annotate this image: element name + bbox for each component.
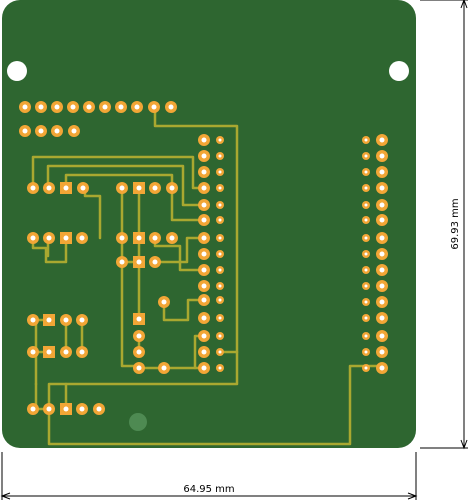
fiducial-mark xyxy=(129,413,147,431)
mounting-hole-left xyxy=(7,61,27,81)
width-dimension-label: 64.95 mm xyxy=(183,484,234,495)
header-top-row-1 xyxy=(19,101,177,113)
mounting-hole-right xyxy=(389,61,409,81)
pcb-board xyxy=(2,0,416,448)
height-dimension-label: 69.93 mm xyxy=(450,198,461,249)
pad-drill-holes xyxy=(22,104,385,412)
